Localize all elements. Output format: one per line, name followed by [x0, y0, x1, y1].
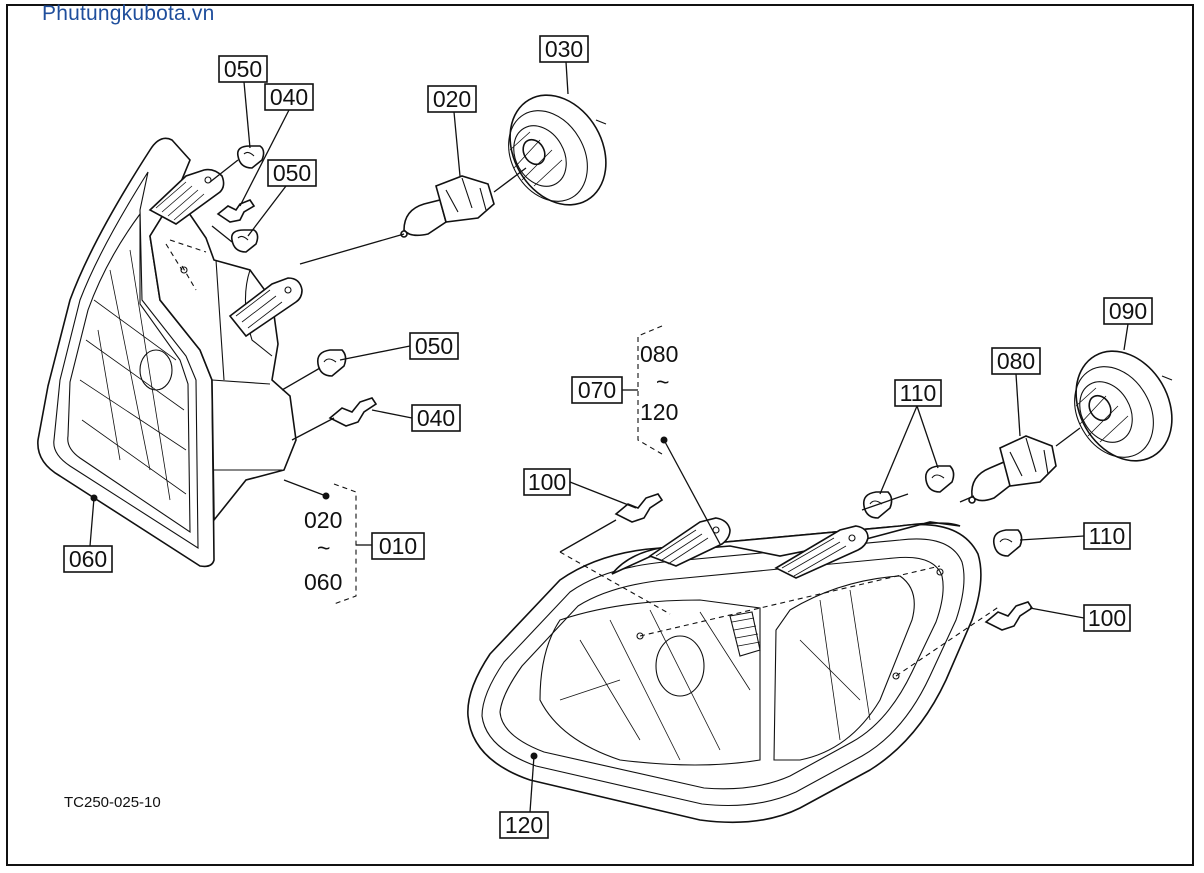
callout-040-right[interactable]: 040 — [411, 404, 461, 432]
callout-050-mid[interactable]: 050 — [267, 159, 317, 187]
drawing-code: TC250-025-10 — [64, 794, 161, 811]
callout-010[interactable]: 010 — [371, 532, 425, 560]
callout-110-right[interactable]: 110 — [1083, 522, 1131, 550]
svg-text:070: 070 — [578, 377, 616, 403]
callout-120[interactable]: 120 — [499, 811, 549, 839]
bulb-080 — [968, 435, 1057, 504]
callout-060[interactable]: 060 — [63, 545, 113, 573]
svg-text:100: 100 — [528, 469, 566, 495]
clip-050-top — [236, 145, 265, 169]
svg-text:050: 050 — [415, 333, 453, 359]
callout-110-top[interactable]: 110 — [894, 379, 942, 407]
dust-cover-030 — [508, 94, 607, 206]
right-range-sep: ~ — [656, 369, 669, 395]
svg-text:100: 100 — [1088, 605, 1126, 631]
left-leader-lines — [89, 61, 569, 547]
bulb-020 — [400, 175, 495, 238]
callout-030[interactable]: 030 — [539, 35, 589, 63]
right-range-from: 080 — [640, 341, 678, 367]
callout-040-top[interactable]: 040 — [264, 83, 314, 111]
right-range-to: 120 — [640, 399, 678, 425]
left-clips-and-screws — [216, 145, 378, 427]
left-range-sep: ~ — [317, 535, 330, 561]
left-lamp-top-tab — [148, 168, 225, 225]
callout-080[interactable]: 080 — [991, 347, 1041, 375]
left-headlamp-assembly — [37, 137, 303, 568]
callout-050-top[interactable]: 050 — [218, 55, 268, 83]
svg-text:110: 110 — [900, 380, 937, 406]
bracket-070 — [637, 325, 663, 455]
screw-100-left — [614, 493, 664, 523]
left-range-from: 020 — [304, 507, 342, 533]
svg-text:020: 020 — [433, 86, 471, 112]
callout-100-left[interactable]: 100 — [523, 468, 571, 496]
screw-100-right — [984, 601, 1034, 631]
right-headlamp-assembly — [467, 517, 1001, 824]
clip-110-b — [924, 465, 955, 493]
svg-text:080: 080 — [997, 348, 1035, 374]
right-clips-and-screws — [614, 465, 1034, 631]
clip-110-c — [992, 529, 1023, 557]
right-leader-lines — [529, 323, 1129, 813]
svg-text:010: 010 — [379, 533, 417, 559]
svg-text:120: 120 — [505, 812, 543, 838]
right-lamp-lens-rim — [467, 523, 982, 824]
screw-040-top — [216, 199, 256, 223]
screw-040-right — [328, 397, 378, 427]
clip-050-right — [316, 349, 347, 377]
svg-text:110: 110 — [1089, 523, 1126, 549]
watermark: Phutungkubota.vn — [42, 2, 215, 25]
svg-text:090: 090 — [1109, 298, 1147, 324]
callout-090[interactable]: 090 — [1103, 297, 1153, 325]
dust-cover-090 — [1074, 350, 1173, 462]
callout-100-right[interactable]: 100 — [1083, 604, 1131, 632]
svg-text:060: 060 — [69, 546, 107, 572]
callout-020[interactable]: 020 — [427, 85, 477, 113]
diagram-frame — [6, 4, 1194, 866]
right-lamp-housing-top — [611, 521, 961, 575]
svg-text:030: 030 — [545, 36, 583, 62]
left-lamp-side-tab — [228, 277, 303, 338]
svg-text:040: 040 — [270, 84, 308, 110]
svg-text:040: 040 — [417, 405, 455, 431]
clip-050-mid — [230, 229, 259, 253]
range-brackets — [333, 325, 663, 605]
callout-070[interactable]: 070 — [571, 376, 623, 404]
callout-050-right[interactable]: 050 — [409, 332, 459, 360]
left-range-to: 060 — [304, 569, 342, 595]
bracket-010 — [333, 483, 357, 605]
svg-text:050: 050 — [224, 56, 262, 82]
svg-text:050: 050 — [273, 160, 311, 186]
